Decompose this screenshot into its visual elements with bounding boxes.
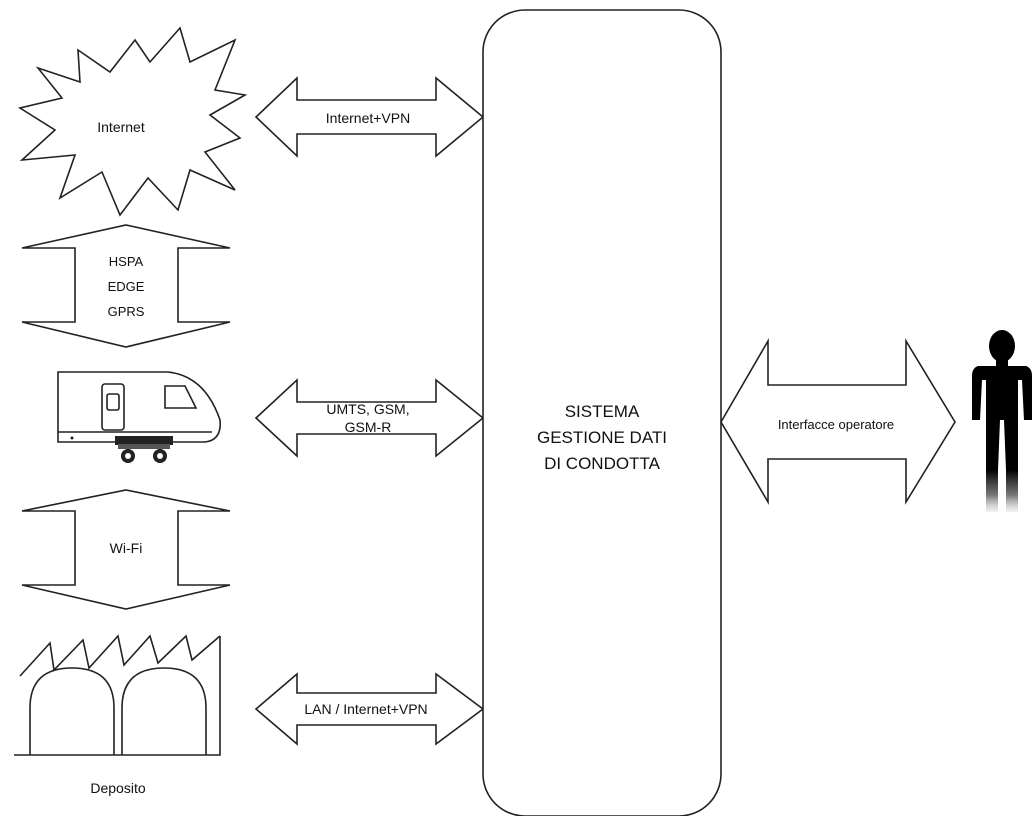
- person-icon: [972, 330, 1032, 512]
- depot-node: Deposito: [14, 634, 221, 796]
- train-icon: [57, 371, 222, 463]
- umts-gsm-label: UMTS, GSM,: [326, 401, 409, 417]
- operator-interface-label: Interfacce operatore: [778, 417, 894, 432]
- train-link-arrow: UMTS, GSM, GSM-R: [254, 378, 485, 458]
- gsm-r-label: GSM-R: [345, 419, 392, 435]
- hspa-label: HSPA: [109, 254, 144, 269]
- wifi-label: Wi-Fi: [110, 540, 143, 556]
- internet-vpn-label: Internet+VPN: [326, 110, 410, 126]
- system-label-line3: DI CONDOTTA: [544, 454, 661, 473]
- internet-node: Internet: [17, 26, 248, 217]
- factory-depot-icon: [14, 634, 221, 756]
- depot-label: Deposito: [90, 780, 145, 796]
- edge-label: EDGE: [108, 279, 145, 294]
- system-label-line1: SISTEMA: [565, 402, 640, 421]
- gprs-label: GPRS: [108, 304, 145, 319]
- system-label-line2: GESTIONE DATI: [537, 428, 667, 447]
- wifi-arrow: Wi-Fi: [21, 489, 231, 610]
- internet-vpn-arrow: Internet+VPN: [254, 76, 485, 158]
- lan-arrow: LAN / Internet+VPN: [254, 672, 485, 746]
- lan-label: LAN / Internet+VPN: [304, 701, 427, 717]
- mobile-network-arrow: HSPA EDGE GPRS: [21, 224, 231, 348]
- operator-interface-arrow: Interfacce operatore: [720, 338, 956, 505]
- system-node: SISTEMA GESTIONE DATI DI CONDOTTA: [482, 9, 722, 816]
- internet-label: Internet: [97, 119, 145, 135]
- starburst-cloud-icon: [17, 26, 248, 217]
